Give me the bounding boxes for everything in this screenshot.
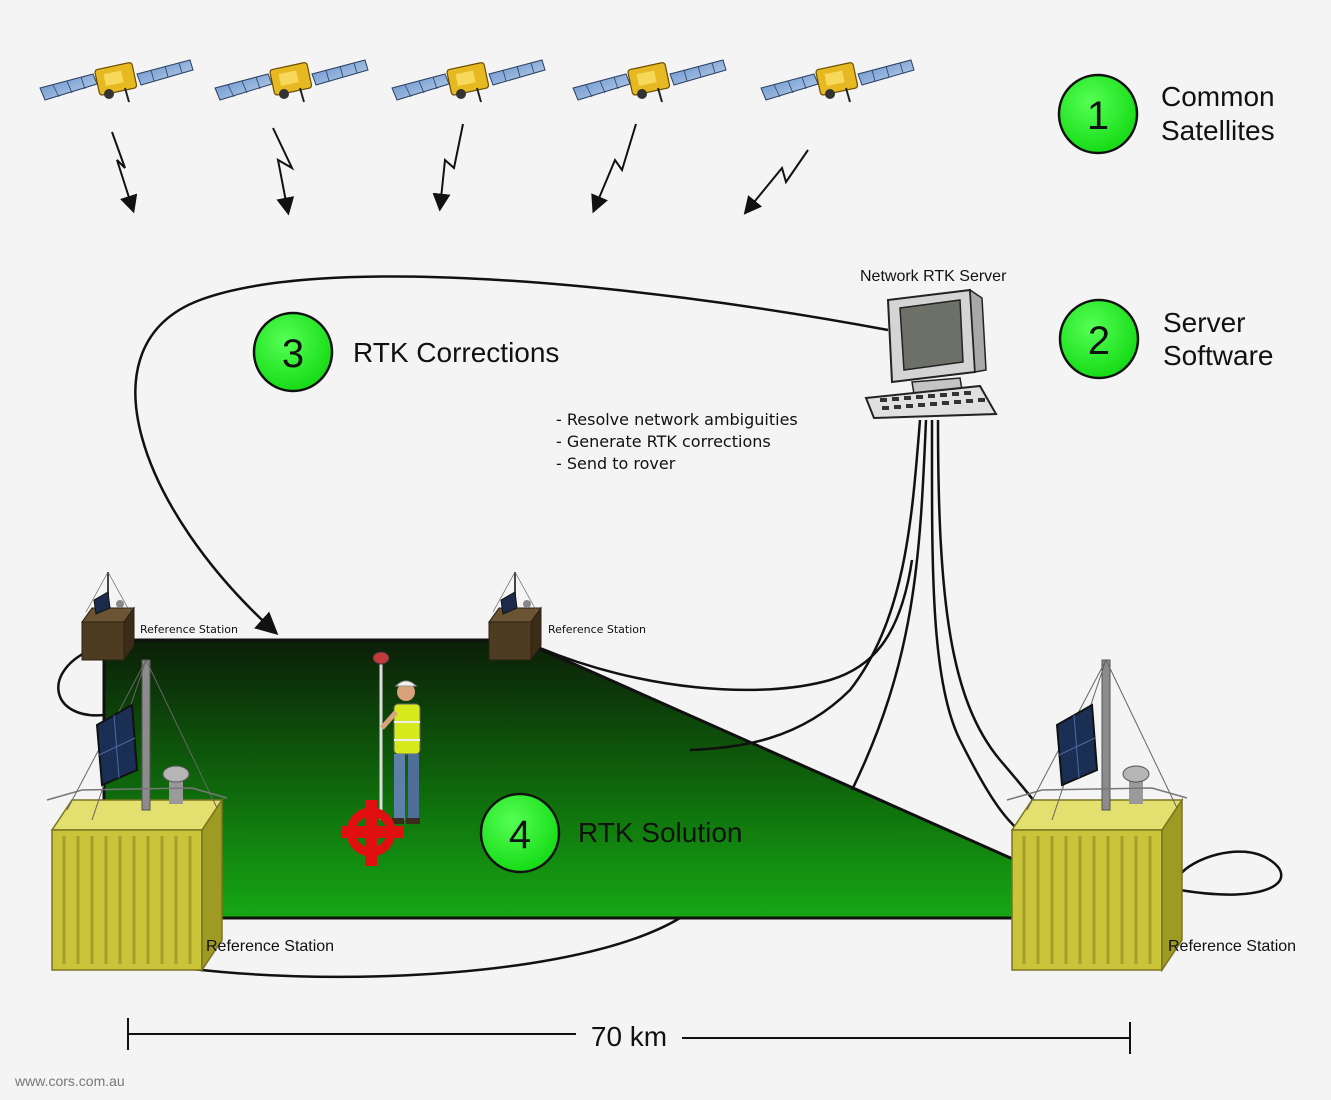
cable-to-front-right	[930, 419, 1041, 847]
reference-station-back-right	[488, 571, 542, 661]
lightning-arrow-icon	[432, 123, 464, 212]
server-task-2: - Generate RTK corrections	[556, 432, 771, 451]
satellite-icon	[391, 59, 546, 103]
step-1: 1 Common Satellites	[1057, 73, 1275, 155]
website-credit: www.cors.com.au	[14, 1073, 125, 1089]
server-title: Network RTK Server	[860, 268, 1007, 285]
cable-back-left-station	[57, 646, 105, 717]
station-label-front-left: Reference Station	[206, 938, 334, 955]
satellite-icon	[214, 59, 369, 103]
cable-front-right-loop	[1178, 850, 1283, 896]
step-4: 4 RTK Solution	[479, 792, 742, 874]
distance-scale	[127, 1018, 1131, 1054]
step-4-number: 4	[509, 813, 531, 857]
step-3-label: RTK Corrections	[353, 337, 559, 368]
cable-back-right-station	[539, 559, 914, 692]
station-label-back-left: Reference Station	[140, 623, 238, 636]
rtk-coverage-field	[102, 638, 1044, 920]
step-2-number: 2	[1088, 319, 1110, 363]
server-task-1: - Resolve network ambiguities	[556, 410, 798, 429]
step-2-label-line2: Software	[1163, 340, 1274, 371]
computer-icon	[864, 288, 998, 420]
step-3: 3 RTK Corrections	[252, 311, 559, 393]
surveyor-icon	[372, 651, 421, 824]
corrections-loop-arrow	[134, 275, 889, 636]
lightning-arrow-icon	[111, 131, 138, 214]
signal-arrows	[111, 123, 809, 216]
reference-station-back-left	[81, 571, 135, 661]
cable-to-back-right	[689, 419, 922, 752]
server-task-3: - Send to rover	[556, 454, 676, 473]
step-2-label-line1: Server	[1163, 307, 1245, 338]
satellite-icon	[760, 59, 915, 103]
network-cables	[57, 419, 1283, 979]
reference-station-front-right	[1005, 658, 1189, 972]
step-4-label: RTK Solution	[578, 817, 742, 848]
satellite-constellation	[39, 59, 915, 103]
lightning-arrow-icon	[272, 127, 295, 216]
station-label-back-right: Reference Station	[548, 623, 646, 636]
step-2: 2 Server Software	[1058, 298, 1274, 380]
lightning-arrow-icon	[591, 123, 637, 214]
step-1-label-line1: Common	[1161, 81, 1275, 112]
satellite-icon	[572, 59, 727, 103]
satellite-icon	[39, 59, 194, 103]
step-3-number: 3	[282, 332, 304, 376]
step-1-label-line2: Satellites	[1161, 115, 1275, 146]
target-icon	[341, 800, 403, 866]
step-1-number: 1	[1087, 94, 1109, 138]
lightning-arrow-icon	[743, 149, 809, 215]
cable-to-field	[850, 419, 928, 791]
distance-label: 70 km	[591, 1021, 667, 1052]
station-label-front-right: Reference Station	[1168, 938, 1296, 955]
